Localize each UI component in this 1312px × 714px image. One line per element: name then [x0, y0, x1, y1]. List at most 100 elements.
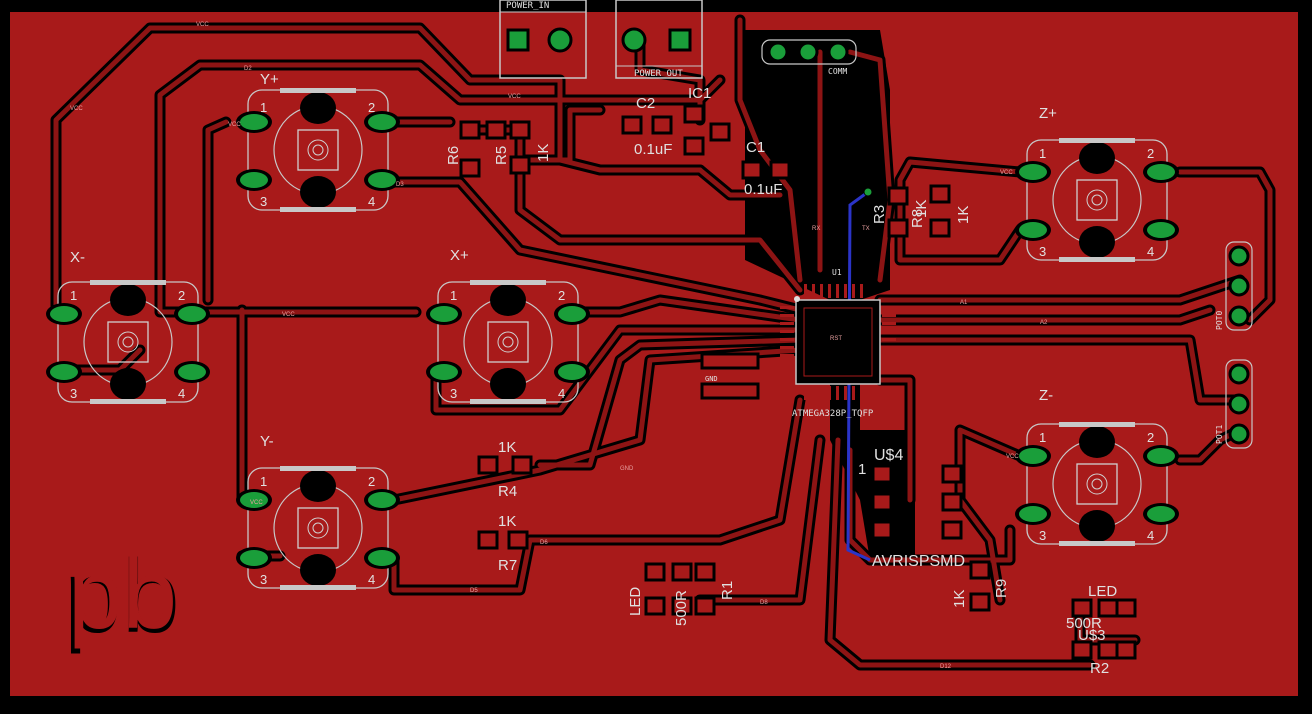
- power-in-connector: POWER_IN: [499, 0, 587, 79]
- gnd-jumper: GND: [700, 352, 760, 400]
- u1-label: U1: [832, 268, 842, 277]
- pot1-label: POT1: [1215, 425, 1224, 444]
- part-r4: 1K R4: [477, 439, 533, 500]
- pin-label: 2: [1147, 146, 1154, 161]
- part-led1-r1: LED 500R R1: [627, 562, 736, 626]
- net-label: VCC: [228, 122, 241, 128]
- pin-label: 3: [1039, 244, 1046, 259]
- comm-label: COMM: [828, 67, 847, 76]
- r8-value-2: 1K: [955, 206, 972, 224]
- r8-label: R8: [909, 209, 926, 228]
- pin-label: 3: [260, 194, 267, 209]
- net-label: VCC: [1006, 454, 1019, 460]
- r4-value: 1K: [498, 439, 516, 456]
- part-r9: 1K R9: [951, 560, 1010, 612]
- r5-value: 1K: [535, 144, 552, 162]
- c1-value: 0.1uF: [744, 181, 782, 198]
- net-label: RST: [830, 336, 842, 342]
- r8-value: 1K: [913, 200, 930, 218]
- net-label: VCC: [282, 312, 295, 318]
- part-c1: C1 0.1uF: [741, 139, 791, 198]
- r6-label: R6: [445, 146, 462, 165]
- net-label: GND: [620, 466, 634, 472]
- net-label: D5: [470, 588, 478, 594]
- pin-label: 1: [260, 474, 267, 489]
- us4-pin: 1: [858, 461, 866, 478]
- switch-y-plus: Y+ 1 2 3 4: [235, 71, 401, 213]
- led1-value: 500R: [673, 590, 690, 626]
- net-label: D2: [244, 66, 252, 72]
- switch-x-minus: X- 1 2 3 4: [45, 249, 211, 405]
- pin-label: 3: [1039, 528, 1046, 543]
- led2-value: 500R: [1066, 615, 1102, 632]
- part-r6-r5: R6 R5 1K: [445, 120, 552, 178]
- part-led2-r2: LED 500R U$3 R2: [1066, 583, 1137, 677]
- power-out-label: POWER_OUT: [634, 69, 683, 79]
- pin-label: 1: [260, 100, 267, 115]
- switch-z-minus: Z- 1 2 3 4: [1014, 387, 1180, 547]
- c2-label: C2: [636, 95, 655, 112]
- net-label: D12: [940, 664, 952, 670]
- pin-label: 1: [450, 288, 457, 303]
- net-label: VCC: [1000, 170, 1013, 176]
- pin-label: 3: [70, 386, 77, 401]
- switch-y-minus-label: Y-: [260, 433, 274, 450]
- net-label: A1: [960, 300, 968, 306]
- led1-label: LED: [627, 587, 644, 616]
- led2-label: LED: [1088, 583, 1117, 600]
- pin-label: 4: [368, 194, 375, 209]
- r7-label: R7: [498, 557, 517, 574]
- pin-label: 4: [368, 572, 375, 587]
- comm-header: COMM: [761, 39, 857, 76]
- switch-z-plus: Z+ 1 2 3 4: [1014, 105, 1180, 263]
- part-ic1: IC1: [683, 85, 731, 156]
- pin-label: 4: [1147, 244, 1154, 259]
- pin-label: 1: [70, 288, 77, 303]
- r7-value: 1K: [498, 513, 516, 530]
- pin-label: 3: [450, 386, 457, 401]
- us3-label: U$3: [1078, 627, 1106, 644]
- pin-label: 2: [368, 474, 375, 489]
- pot0-label: POT0: [1215, 311, 1224, 330]
- part-r7: 1K R7: [477, 513, 529, 574]
- pin-label: 4: [1147, 528, 1154, 543]
- us4-label: U$4: [874, 447, 903, 464]
- pb-logo-inner: pb: [68, 539, 177, 649]
- switch-x-plus-label: X+: [450, 247, 469, 264]
- net-label: TX: [862, 226, 870, 232]
- c2-value: 0.1uF: [634, 141, 672, 158]
- switch-z-plus-label: Z+: [1039, 105, 1057, 122]
- part-c2: C2 0.1uF: [621, 95, 673, 158]
- switch-z-minus-label: Z-: [1039, 387, 1053, 404]
- r3-label: R3: [871, 205, 888, 224]
- pb-logo: pb: [64, 539, 180, 655]
- switch-x-minus-label: X-: [70, 249, 85, 266]
- pin-label: 1: [1039, 430, 1046, 445]
- pot0-header: POT0: [1215, 241, 1253, 331]
- switch-x-plus: X+ 1 2 3 4: [425, 247, 591, 405]
- mcu-u1: U1 ATMEGA328P_TQFP: [780, 268, 896, 419]
- net-label: VCC: [70, 106, 83, 112]
- ic1-label: IC1: [688, 85, 711, 102]
- pin-label: 2: [178, 288, 185, 303]
- r4-label: R4: [498, 483, 517, 500]
- pin-label: 4: [558, 386, 565, 401]
- net-label: VCC: [508, 94, 521, 100]
- r2-label: R2: [1090, 660, 1109, 677]
- switch-y-plus-label: Y+: [260, 71, 279, 88]
- pin-label: 2: [558, 288, 565, 303]
- u1-value: ATMEGA328P_TQFP: [792, 409, 874, 419]
- pin-label: 2: [1147, 430, 1154, 445]
- r9-label: R9: [993, 579, 1010, 598]
- pin-label: 3: [260, 572, 267, 587]
- avrisp-label: AVRISPSMD: [872, 553, 965, 570]
- c1-label: C1: [746, 139, 765, 156]
- switch-y-minus: Y- 1 2 3 4: [235, 433, 401, 591]
- net-label: VCC: [250, 500, 263, 506]
- r1-label: R1: [719, 581, 736, 600]
- pot1-header: POT1: [1215, 359, 1253, 449]
- via: [863, 187, 873, 197]
- power-out-connector: POWER_OUT: [615, 0, 703, 79]
